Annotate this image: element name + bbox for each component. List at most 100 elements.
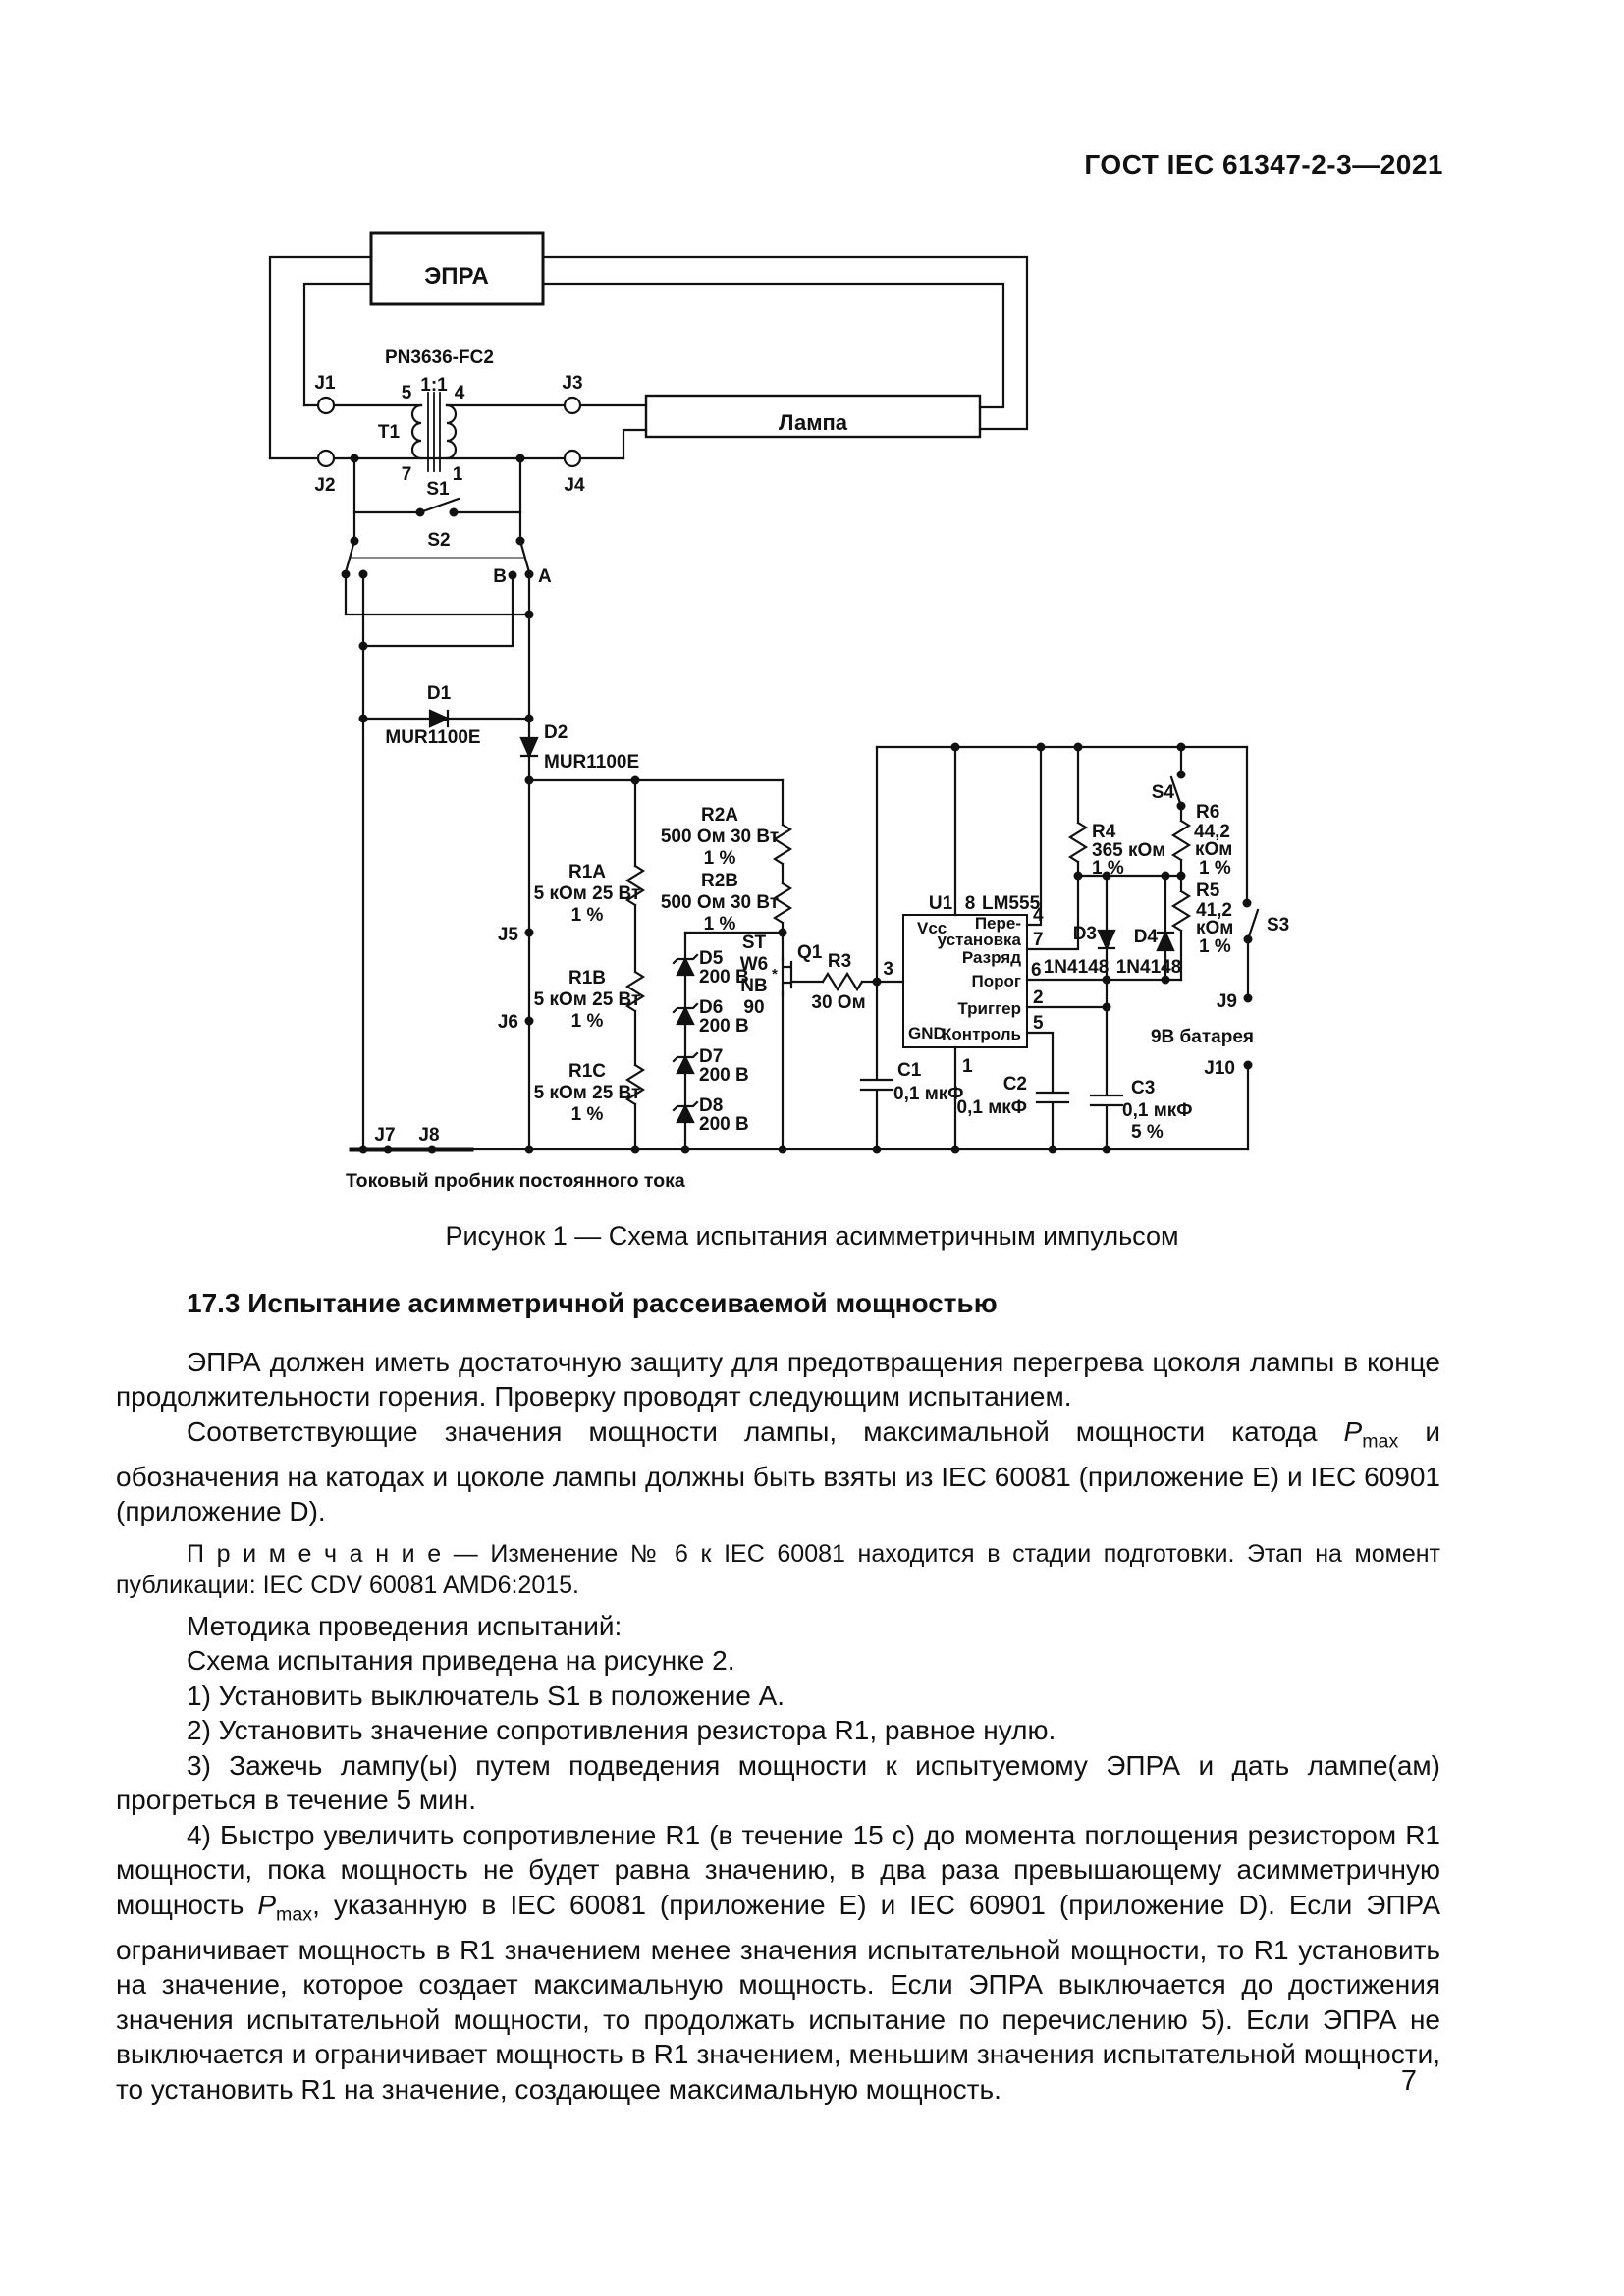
svg-text:5 кОм 25 Вт: 5 кОм 25 Вт	[534, 883, 641, 904]
label-pin5: 5	[402, 383, 412, 403]
svg-text:0,1 мкФ: 0,1 мкФ	[893, 1084, 963, 1104]
body-text: 17.3 Испытание асимметричной рассеиваемо…	[116, 1286, 1440, 2107]
svg-text:D8: D8	[699, 1095, 723, 1116]
svg-text:Разряд: Разряд	[962, 948, 1021, 967]
label-gnd: GND	[908, 1024, 946, 1042]
svg-text:5: 5	[1033, 1013, 1044, 1034]
svg-text:Триггер: Триггер	[957, 999, 1021, 1018]
svg-text:365 кОм: 365 кОм	[1092, 840, 1165, 861]
label-r2b: R2B 500 Ом 30 Вт 1 %	[661, 871, 779, 934]
label-q1-star: *	[772, 966, 778, 983]
label-r1a: R1A 5 кОм 25 Вт 1 %	[534, 862, 641, 926]
label-q1-part: ST W6 NB 90	[740, 933, 769, 1018]
svg-text:200 В: 200 В	[699, 1016, 749, 1037]
svg-text:R1A: R1A	[568, 862, 606, 882]
label-d2-part: MUR1100E	[544, 752, 639, 773]
ic-lm555-box	[902, 914, 1028, 1048]
label-ic-name: LM555	[982, 893, 1041, 914]
item-4-var: P	[257, 1889, 277, 1920]
circuit-diagram: ЭПРА Лампа PN3636-FC2 T1 1:1 5 4 7 1 J1 …	[268, 231, 1289, 1192]
svg-text:R2A: R2A	[701, 805, 738, 826]
svg-text:1N4148: 1N4148	[1116, 957, 1182, 978]
item-4-pre: 4) Быстро увеличить сопротивление R1 (в …	[116, 1819, 1440, 1920]
item-3: 3) Зажечь лампу(ы) путем подведения мощн…	[116, 1749, 1440, 1816]
svg-text:200 В: 200 В	[699, 1065, 749, 1086]
label-epra: ЭПРА	[424, 263, 489, 290]
svg-text:R6: R6	[1196, 802, 1219, 823]
label-d3: D3 1N4148	[1044, 924, 1110, 978]
label-d7: D7 200 В	[699, 1046, 749, 1086]
label-j7: J7	[374, 1125, 395, 1146]
svg-text:R1C: R1C	[568, 1061, 606, 1082]
svg-text:C1: C1	[897, 1060, 922, 1081]
svg-text:1 %: 1 %	[571, 1104, 604, 1125]
label-j8: J8	[418, 1125, 439, 1146]
diode-d4	[1156, 930, 1175, 952]
svg-text:D3: D3	[1073, 924, 1097, 944]
label-r1c: R1C 5 кОм 25 Вт 1 %	[534, 1061, 641, 1125]
label-current-probe: Токовый пробник постоянного тока	[346, 1170, 685, 1192]
label-s3: S3	[1267, 915, 1289, 935]
label-ic-pin-numbers: 4 7 6 2 5 3 1	[883, 905, 1044, 1077]
label-d1: D1	[427, 683, 452, 704]
section-heading: 17.3 Испытание асимметричной рассеиваемо…	[187, 1288, 998, 1318]
label-c2: C2 0,1 мкФ	[957, 1074, 1027, 1118]
svg-text:Порог: Порог	[972, 972, 1021, 990]
svg-text:0,1 мкФ: 0,1 мкФ	[957, 1097, 1027, 1118]
svg-text:Пере-: Пере-	[975, 914, 1021, 933]
label-pin4: 4	[455, 383, 465, 403]
label-lamp: Лампа	[779, 410, 848, 435]
label-d5: D5 200 В	[699, 948, 749, 988]
label-d2: D2	[544, 722, 568, 743]
svg-text:1 %: 1 %	[704, 914, 736, 934]
label-r1b: R1B 5 кОм 25 Вт 1 %	[534, 968, 641, 1032]
svg-text:D7: D7	[699, 1046, 723, 1067]
svg-text:0,1 мкФ: 0,1 мкФ	[1122, 1100, 1192, 1121]
svg-text:7: 7	[1033, 930, 1044, 950]
label-j4: J4	[564, 475, 585, 496]
label-ic-pin8: 8	[965, 893, 976, 914]
label-j5: J5	[498, 925, 519, 945]
schematic-labels: ЭПРА Лампа PN3636-FC2 T1 1:1 5 4 7 1 J1 …	[314, 263, 1289, 1192]
label-pin7: 7	[402, 464, 412, 485]
label-ic-pins: Пере- установка Разряд Порог Триггер Кон…	[938, 914, 1022, 1043]
diode-symbols	[428, 709, 1175, 1124]
svg-text:NB: NB	[740, 976, 767, 996]
svg-text:C2: C2	[1003, 1074, 1027, 1095]
note-paragraph: П р и м е ч а н и е — Изменение № 6 к IE…	[116, 1539, 1440, 1600]
svg-text:R4: R4	[1092, 822, 1116, 842]
svg-text:установка: установка	[938, 931, 1022, 949]
svg-text:1 %: 1 %	[704, 848, 736, 869]
paragraph-2-var: P	[1343, 1415, 1363, 1447]
svg-text:200 В: 200 В	[699, 1114, 749, 1135]
method-line-1: Методика проведения испытаний:	[187, 1610, 623, 1641]
svg-text:3: 3	[883, 959, 893, 980]
zener-d6	[672, 1002, 699, 1026]
svg-text:6: 6	[1031, 960, 1042, 981]
label-q1: Q1	[797, 942, 823, 963]
label-r2a: R2A 500 Ом 30 Вт 1 %	[661, 805, 779, 869]
item-1: 1) Установить выключатель S1 в положение…	[187, 1680, 785, 1711]
label-s4: S4	[1152, 782, 1175, 803]
svg-text:W6: W6	[740, 954, 769, 975]
svg-text:D5: D5	[699, 948, 724, 969]
paragraph-2: Соответствующие значения мощности лампы,…	[116, 1415, 1440, 1529]
label-c3: C3 0,1 мкФ 5 %	[1122, 1078, 1192, 1143]
page-header: ГОСТ IEC 61347-2-3—2021	[1084, 149, 1443, 180]
paragraph-1: ЭПРА должен иметь достаточную защиту для…	[116, 1346, 1440, 1413]
label-battery: 9В батарея	[1151, 1027, 1254, 1047]
label-r3: R3	[828, 951, 851, 972]
zener-d8	[672, 1100, 699, 1124]
label-b: B	[493, 566, 507, 587]
svg-text:кОм: кОм	[1195, 839, 1232, 860]
label-d6: D6 200 В	[699, 997, 749, 1037]
svg-text:5 %: 5 %	[1131, 1122, 1164, 1143]
label-d4: D4 1N4148	[1116, 927, 1182, 978]
svg-text:D4: D4	[1134, 927, 1159, 947]
svg-text:ST: ST	[742, 933, 767, 953]
svg-text:200 В: 200 В	[699, 967, 749, 988]
diode-d2	[519, 736, 539, 759]
item-4-sub: max	[276, 1903, 313, 1926]
svg-text:R2B: R2B	[701, 871, 738, 891]
